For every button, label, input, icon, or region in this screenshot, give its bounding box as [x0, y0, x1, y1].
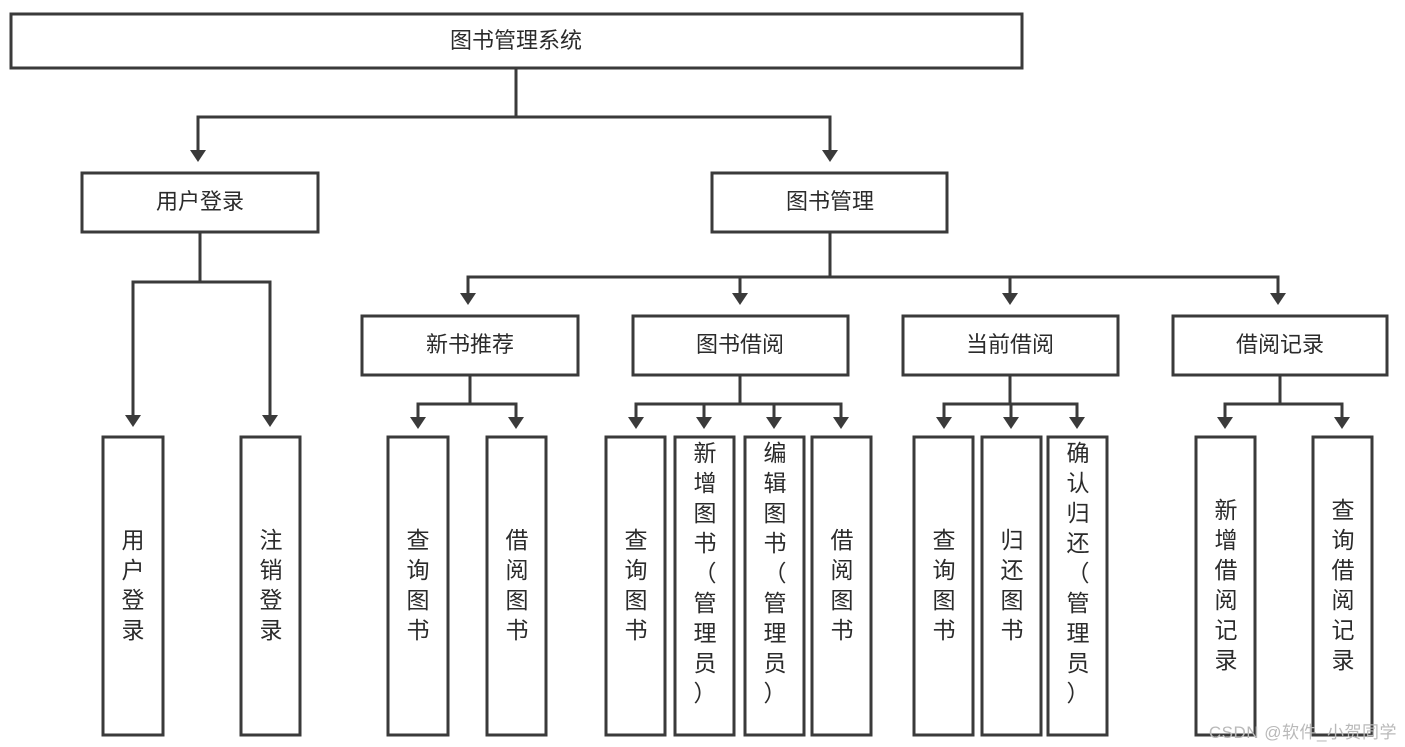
- node-book-management[interactable]: 图书管理: [710, 171, 949, 234]
- leaf-book-borrow-2-rect: [743, 435, 806, 737]
- leaf-book-borrow-1[interactable]: 新增图书（管理员）: [673, 435, 736, 737]
- leaf-current-borrow-2-rect: [1046, 435, 1109, 737]
- node-root[interactable]: 图书管理系统: [9, 12, 1024, 70]
- connector-user-login-to-leaves: [125, 230, 278, 427]
- leaf-current-borrow-2[interactable]: 确认归还（管理员）: [1046, 435, 1109, 737]
- connector-book-management-to-level3: [460, 230, 1286, 305]
- connector-borrow-record-to-leaves: [1217, 373, 1350, 429]
- leaf-current-borrow-1-rect: [980, 435, 1043, 737]
- leaf-borrow-record-1[interactable]: 查询借阅记录: [1311, 435, 1374, 737]
- leaf-new-book-recommend-0[interactable]: 查询图书: [386, 435, 450, 737]
- node-new-book-recommend-label: 新书推荐: [426, 332, 514, 357]
- leaf-new-book-recommend-1-rect: [485, 435, 548, 737]
- leaf-book-borrow-0-label: 查询图书: [625, 527, 648, 643]
- node-book-management-label: 图书管理: [786, 189, 874, 214]
- leaf-current-borrow-0-rect: [912, 435, 975, 737]
- node-book-borrow[interactable]: 图书借阅: [631, 314, 850, 377]
- leaf-book-borrow-1-label: 新增图书（管理员）: [694, 440, 717, 706]
- leaf-current-borrow-2-label: 确认归还（管理员）: [1067, 440, 1090, 706]
- leaf-borrow-record-0-rect: [1194, 435, 1257, 737]
- node-root-label: 图书管理系统: [450, 28, 582, 53]
- node-book-borrow-label: 图书借阅: [696, 332, 784, 357]
- node-user-login-label: 用户登录: [156, 189, 244, 214]
- leaf-book-borrow-2-label: 编辑图书（管理员）: [764, 440, 787, 706]
- leaf-new-book-recommend-0-rect: [386, 435, 450, 737]
- leaf-book-borrow-1-rect: [673, 435, 736, 737]
- leaf-user-login-1[interactable]: 注销登录: [239, 435, 302, 737]
- node-current-borrow-rect: [901, 314, 1120, 377]
- leaf-new-book-recommend-0-label: 查询图书: [407, 527, 430, 643]
- node-user-login[interactable]: 用户登录: [80, 171, 320, 234]
- leaf-borrow-record-0-label: 新增借阅记录: [1215, 497, 1238, 673]
- leaf-current-borrow-0[interactable]: 查询图书: [912, 435, 975, 737]
- node-current-borrow-label: 当前借阅: [966, 332, 1054, 357]
- leaf-borrow-record-0[interactable]: 新增借阅记录: [1194, 435, 1257, 737]
- leaf-current-borrow-1-label: 归还图书: [1001, 527, 1024, 643]
- node-borrow-record-label: 借阅记录: [1236, 332, 1324, 357]
- csdn-watermark: CSDN @软件_小贺同学: [1208, 723, 1397, 742]
- leaf-user-login-1-rect: [239, 435, 302, 737]
- connector-root-to-level2: [190, 66, 838, 162]
- leaf-user-login-1-label: 注销登录: [260, 527, 283, 643]
- node-new-book-recommend[interactable]: 新书推荐: [360, 314, 580, 377]
- leaf-borrow-record-1-label: 查询借阅记录: [1332, 497, 1355, 673]
- leaf-current-borrow-1[interactable]: 归还图书: [980, 435, 1043, 737]
- leaf-new-book-recommend-1-label: 借阅图书: [506, 527, 529, 643]
- leaf-user-login-0[interactable]: 用户登录: [101, 435, 165, 737]
- connector-current-borrow-to-leaves: [936, 373, 1085, 429]
- leaf-book-borrow-2[interactable]: 编辑图书（管理员）: [743, 435, 806, 737]
- leaf-user-login-0-rect: [101, 435, 165, 737]
- leaf-user-login-0-label: 用户登录: [122, 527, 145, 643]
- leaf-new-book-recommend-1[interactable]: 借阅图书: [485, 435, 548, 737]
- leaf-book-borrow-0[interactable]: 查询图书: [604, 435, 667, 737]
- leaf-book-borrow-3-label: 借阅图书: [831, 527, 854, 643]
- connector-new-book-recommend-to-leaves: [410, 373, 524, 429]
- node-new-book-recommend-rect: [360, 314, 580, 377]
- leaf-current-borrow-0-label: 查询图书: [933, 527, 956, 643]
- leaf-book-borrow-0-rect: [604, 435, 667, 737]
- node-user-login-rect: [80, 171, 320, 234]
- node-root-rect: [9, 12, 1024, 70]
- leaf-borrow-record-1-rect: [1311, 435, 1374, 737]
- leaf-book-borrow-3-rect: [810, 435, 873, 737]
- node-borrow-record[interactable]: 借阅记录: [1171, 314, 1389, 377]
- node-current-borrow[interactable]: 当前借阅: [901, 314, 1120, 377]
- connector-book-borrow-to-leaves: [628, 373, 849, 429]
- leaf-book-borrow-3[interactable]: 借阅图书: [810, 435, 873, 737]
